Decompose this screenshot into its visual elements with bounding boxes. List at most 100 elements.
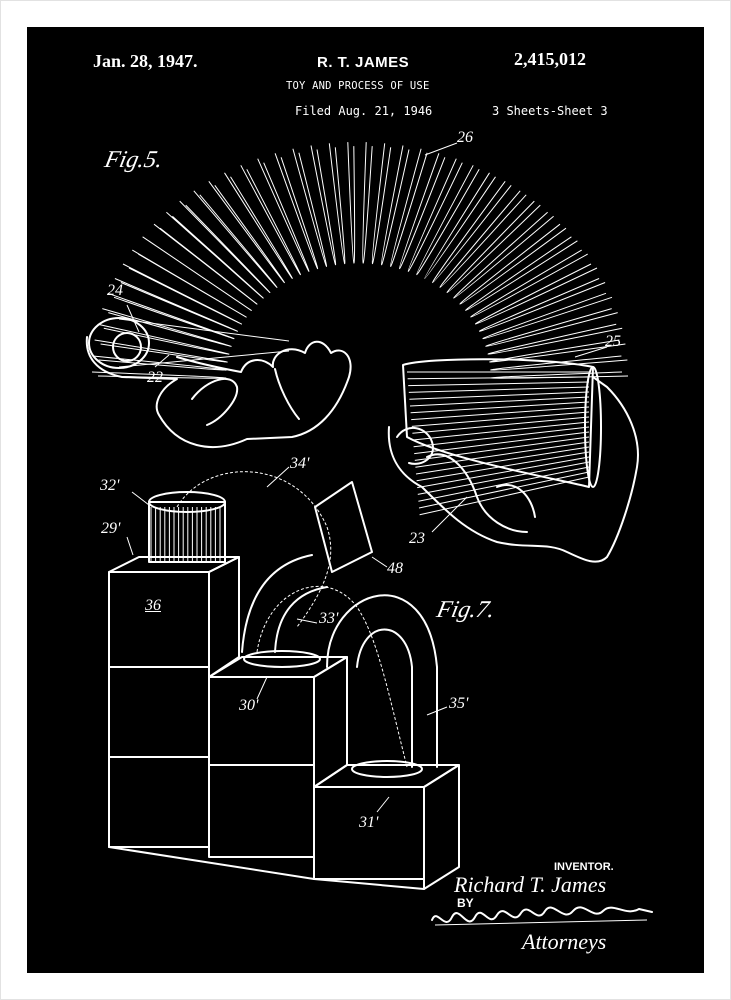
ref-29: 29' [101, 520, 121, 537]
coil-line [97, 323, 230, 355]
coil-line [446, 200, 541, 293]
patent-title: TOY AND PROCESS OF USE [286, 80, 430, 92]
coil-line [482, 292, 613, 340]
coil-line [470, 249, 588, 318]
sheet-count: 3 Sheets-Sheet 3 [492, 104, 608, 118]
coil-line [208, 181, 285, 283]
leader-26 [424, 142, 458, 156]
coil-line [142, 236, 252, 311]
coil-band [418, 471, 590, 509]
coil-line [224, 172, 293, 279]
coil-line [390, 148, 428, 267]
coil-band [408, 381, 590, 387]
coil-line [102, 308, 232, 347]
coil-line [371, 143, 392, 265]
coil-band [416, 451, 590, 482]
attorney-signature [431, 906, 653, 923]
small-spring [148, 491, 226, 563]
ref-33: 33' [319, 610, 339, 627]
slinky-right-bands [407, 371, 590, 516]
by-label: BY [457, 896, 474, 910]
coil-line [407, 158, 463, 272]
leader-24 [126, 304, 140, 333]
leader-30 [256, 676, 268, 700]
slinky-right-end [402, 358, 602, 516]
coil-line [479, 278, 606, 332]
small-spring-lines [150, 507, 221, 561]
leader-25 [574, 346, 608, 358]
coil-band [410, 401, 590, 414]
coil-line [122, 263, 242, 325]
coil-band [414, 436, 590, 461]
leader-31 [376, 796, 390, 813]
coil-line [432, 181, 512, 283]
ref-25: 25 [605, 333, 621, 350]
patent-drawing [85, 142, 653, 926]
ref-24: 24 [107, 282, 123, 299]
ref-32: 32' [100, 477, 120, 494]
coil-band [409, 391, 590, 400]
leader-29 [126, 536, 134, 556]
coil-band [413, 426, 590, 448]
spring-arcs [176, 471, 438, 778]
inventor-header: R. T. JAMES [317, 54, 410, 71]
coil-line [485, 308, 618, 347]
patent-number: 2,415,012 [514, 49, 586, 69]
inventor-label: INVENTOR. [554, 861, 614, 873]
coil-band [409, 396, 590, 407]
coil-band [418, 466, 590, 502]
coil-line [424, 172, 496, 279]
ref-31: 31' [359, 814, 379, 831]
stair-blocks [108, 556, 460, 890]
coil-line [347, 142, 356, 264]
ref-35: 35' [449, 695, 469, 712]
coil-line [416, 165, 480, 275]
coil-line [193, 190, 278, 288]
coil-line [310, 145, 337, 266]
inventor-name: Richard T. James [454, 872, 607, 897]
ref-34: 34' [290, 455, 310, 472]
coil-line [487, 323, 623, 355]
leader-32 [131, 491, 150, 506]
figure-label-7: Fig.7. [434, 597, 498, 623]
right-thumb [396, 427, 434, 465]
signature-underline [434, 919, 648, 926]
coil-line [439, 190, 527, 288]
leader-34 [266, 466, 290, 488]
ref-22: 22 [147, 369, 163, 386]
coil-band [419, 476, 590, 516]
slinky-coils [91, 142, 629, 379]
patent-date: Jan. 28, 1947. [93, 51, 198, 71]
coil-line [328, 143, 346, 265]
coil-band [411, 406, 590, 421]
coil-line [453, 211, 554, 299]
coil-band [415, 441, 590, 468]
coil-line [274, 153, 319, 270]
coil-band [415, 446, 590, 475]
coil-band [417, 456, 590, 489]
coil-band [408, 386, 590, 393]
ref-30: 30' [239, 697, 259, 714]
coil-band [412, 421, 590, 441]
coil-line [362, 142, 373, 264]
coil-line [459, 223, 567, 305]
coil-line [132, 249, 247, 318]
leader-33 [296, 618, 318, 624]
coil-line [94, 339, 228, 363]
coil-line [465, 236, 578, 311]
coil-line [240, 165, 301, 275]
ref-26: 26 [457, 129, 473, 146]
patent-sheet: Jan. 28, 1947. R. T. JAMES 2,415,012 TOY… [27, 27, 704, 973]
leader-35 [426, 706, 448, 716]
left-finger-line [274, 368, 300, 420]
coil-line [107, 292, 235, 340]
coil-band [411, 411, 590, 427]
coil-band [414, 431, 590, 455]
figure-label-5: Fig.5. [102, 147, 166, 173]
right-finger [426, 453, 528, 533]
ref-36: 36 [145, 597, 161, 614]
coil-line [398, 153, 446, 269]
leader-22 [154, 354, 170, 368]
coil-line [380, 145, 410, 266]
